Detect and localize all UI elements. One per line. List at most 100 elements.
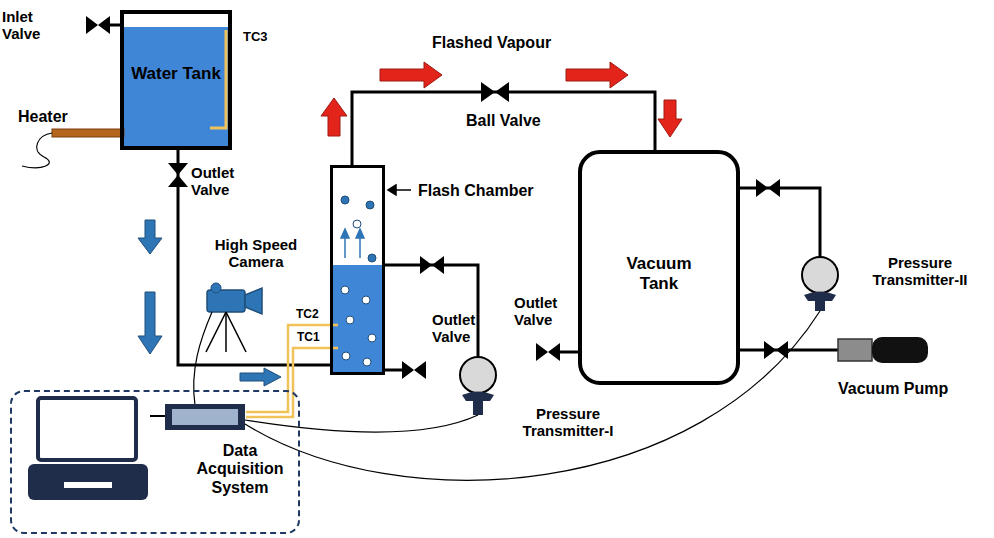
pressure-transmitter [815,301,825,311]
outlet-valve [402,361,414,379]
heater-symbol [22,133,52,168]
vapour-bubble [353,220,361,228]
pipe-line [178,150,330,365]
group-box: Data Acquisition System [10,390,300,534]
vapour-bubble [346,316,354,324]
high-speed-camera [207,290,245,312]
high-speed-camera [211,283,221,293]
outlet-valve [168,163,188,187]
vapour-arrow [321,98,347,136]
daq-device [165,404,245,430]
tank-water [122,27,230,148]
high-speed-camera [225,312,227,352]
rising-arrow [359,236,361,258]
rising-arrow [356,229,364,238]
heater-symbol [22,129,124,168]
vacuum-pump [764,341,776,359]
pressure-transmitter [432,256,444,274]
high-speed-camera [194,283,262,405]
pressure-transmitter [756,179,768,197]
part-label: TC2 [296,308,319,322]
part-label: High Speed Camera [200,236,312,271]
thermocouple-wire [246,348,338,417]
part-label: Outlet Valve [191,164,247,199]
inlet-valve [86,16,98,34]
node-label: Vacuum Tank [619,254,699,293]
daq-device [150,415,165,417]
vapour-bubble [368,334,376,342]
vapour-arrow [658,100,682,137]
vacuum-tank: Vacuum Tank [578,150,740,385]
node-label: Water Tank [124,64,228,84]
chamber-water [332,265,383,373]
flash-chamber: Flash Chamber [330,165,385,375]
part-label: Pressure Transmitter-II [856,254,984,289]
ball-valve [481,82,509,102]
pressure-transmitter [385,256,496,415]
node-label: Data Acquisition System [185,442,295,497]
part-label: Pressure Transmitter-I [508,405,628,440]
inlet-valve [98,16,110,34]
pressure-transmitter [460,357,496,393]
part-label: Ball Valve [466,112,541,130]
pipe-connector [178,150,330,365]
thermocouple-wire [246,325,338,417]
water-tank: Water Tank [120,10,232,150]
vacuum-pump [740,337,928,363]
pressure-transmitter [802,257,838,293]
outlet-valve [168,163,188,175]
pipe-line [352,92,655,165]
outlet-valve [414,361,426,379]
ball-valve [481,82,495,102]
signal-wire [245,415,478,432]
vapour-arrow [321,62,682,137]
vapour-bubble [341,196,376,366]
part-label: TC1 [297,331,320,345]
pressure-transmitter [804,292,836,302]
laptop-icon [64,482,112,488]
heater-symbol [52,129,124,137]
laptop-icon [38,398,136,460]
ball-valve [495,82,509,102]
vapour-arrow [566,62,628,88]
rising-arrow [344,236,346,258]
daq-device [172,409,238,425]
vacuum-pump [740,349,838,352]
pressure-transmitter [768,179,780,197]
pointer-arrow [388,185,396,195]
vacuum-pump [872,337,928,363]
vapour-arrow [380,62,442,88]
outlet-valve [548,343,560,361]
part-label: Inlet Valve [2,8,54,43]
high-speed-camera [226,312,246,352]
pressure-transmitter [420,256,432,274]
part-label: TC3 [243,30,268,45]
high-speed-camera [245,288,262,314]
daq-device [150,404,245,430]
vacuum-pump [838,339,872,361]
flow-arrow [138,292,162,354]
outlet-valve [168,175,188,187]
pipe-connector [352,92,655,165]
rising-arrow [341,229,364,258]
vapour-bubble [368,254,376,262]
outlet-valve [385,369,402,372]
vacuum-pump [776,341,788,359]
tank-water [122,27,230,148]
pressure-transmitter [740,188,820,257]
part-label: Flashed Vapour [432,34,551,52]
vapour-bubble [341,196,349,204]
vapour-bubble [341,286,349,294]
part-label: Outlet Valve [432,311,488,346]
vapour-bubble [362,296,370,304]
laptop-icon [28,398,148,500]
part-label: Heater [18,108,68,126]
flow-arrow [240,368,281,386]
outlet-valve [385,361,426,379]
vapour-bubble [363,358,371,366]
outlet-valve [536,343,548,361]
vapour-bubble [342,352,350,360]
outlet-valve [560,351,579,354]
pressure-transmitter [740,179,838,311]
